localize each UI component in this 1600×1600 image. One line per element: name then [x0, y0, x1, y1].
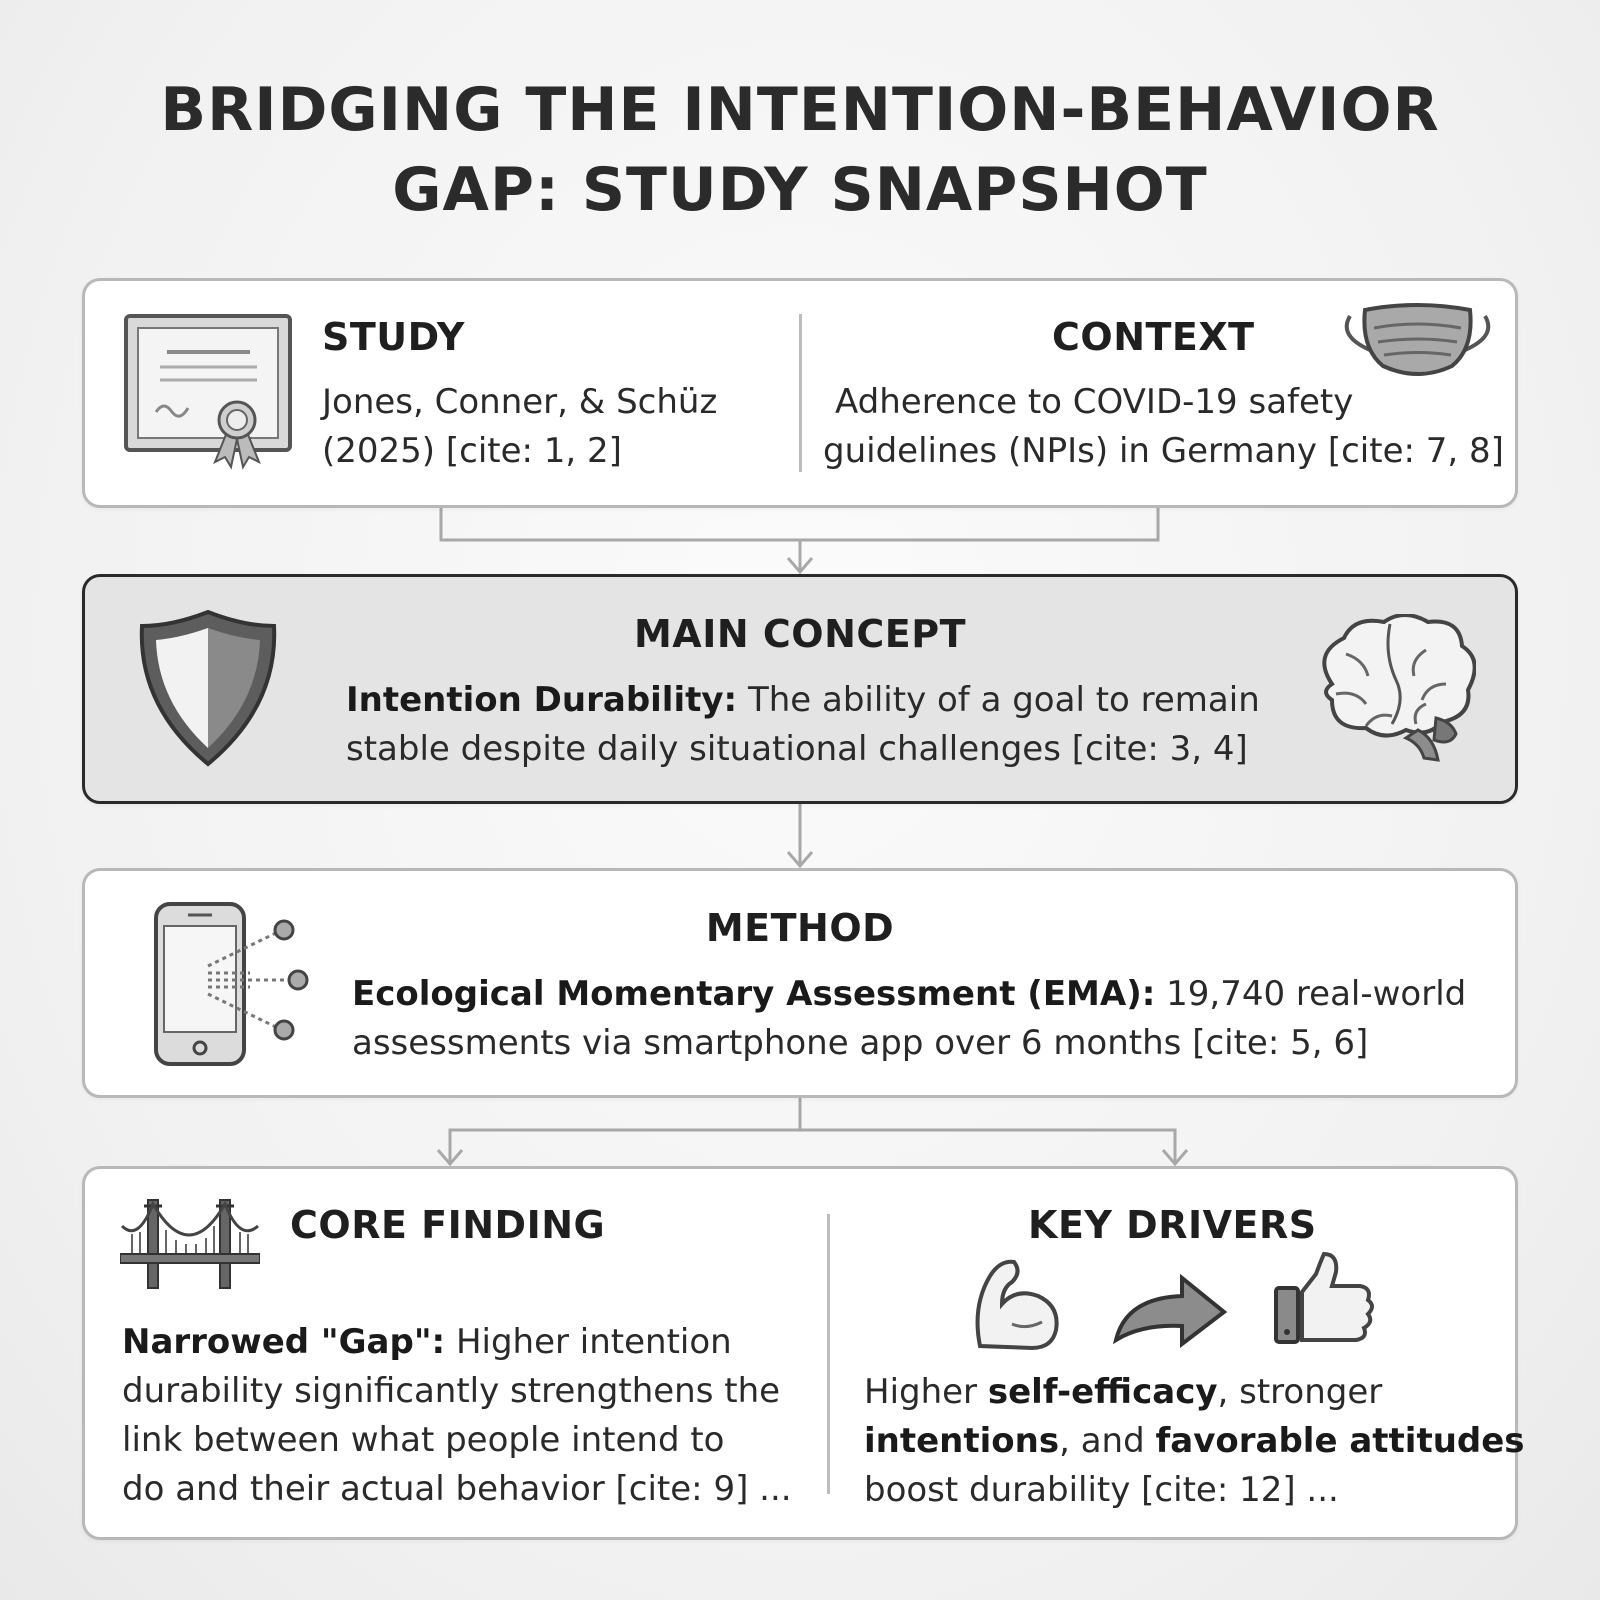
- core-finding-description: Narrowed "Gap": Higher intention durabil…: [122, 1318, 792, 1514]
- key-drivers-description: Higher self-efficacy, stronger intention…: [864, 1368, 1525, 1515]
- study-citation: Jones, Conner, & Schüz (2025) [cite: 1, …: [322, 378, 717, 476]
- title-line-2: GAP: STUDY SNAPSHOT: [392, 155, 1208, 225]
- smartphone-icon: [150, 900, 315, 1074]
- findings-drivers-panel: [82, 1166, 1518, 1540]
- method-heading: METHOD: [705, 906, 895, 950]
- main-concept-definition: Intention Durability: The ability of a g…: [346, 676, 1260, 774]
- method-panel: [82, 868, 1518, 1098]
- core-finding-line-1-rest: Higher intention: [445, 1322, 732, 1362]
- panel-divider: [799, 314, 802, 472]
- bridge-icon: [119, 1196, 261, 1296]
- method-line-1: Ecological Momentary Assessment (EMA): 1…: [352, 970, 1466, 1019]
- core-finding-line-1: Narrowed "Gap": Higher intention: [122, 1318, 792, 1367]
- shield-icon: [136, 606, 281, 775]
- key-drivers-intentions: intentions: [864, 1421, 1060, 1461]
- main-concept-panel: [82, 574, 1518, 804]
- flexed-arm-icon: [970, 1256, 1062, 1356]
- method-line-2: assessments via smartphone app over 6 mo…: [352, 1023, 1369, 1063]
- method-description: Ecological Momentary Assessment (EMA): 1…: [352, 970, 1466, 1068]
- key-drivers-l2-b: , and: [1059, 1421, 1156, 1461]
- key-drivers-line-3: boost durability [cite: 12] ...: [864, 1470, 1339, 1510]
- thumbs-up-icon: [1272, 1251, 1382, 1352]
- main-concept-term: Intention Durability:: [346, 680, 738, 720]
- core-finding-line-3: link between what people intend to: [122, 1420, 725, 1460]
- key-drivers-l1-a: Higher: [864, 1372, 988, 1412]
- title-line-1: BRIDGING THE INTENTION-BEHAVIOR: [160, 75, 1440, 145]
- main-concept-line-1-rest: The ability of a goal to remain: [737, 680, 1260, 720]
- study-line-2: (2025) [cite: 1, 2]: [322, 431, 622, 471]
- method-line-1-rest: 19,740 real-world: [1155, 974, 1467, 1014]
- context-line-1: Adherence to COVID-19 safety: [835, 382, 1354, 422]
- core-finding-term: Narrowed "Gap":: [122, 1322, 446, 1362]
- certificate-icon: [122, 312, 297, 476]
- key-drivers-self-efficacy: self-efficacy: [987, 1372, 1218, 1412]
- core-finding-heading: CORE FINDING: [290, 1203, 606, 1247]
- main-concept-heading: MAIN CONCEPT: [633, 612, 966, 656]
- study-line-1: Jones, Conner, & Schüz: [322, 382, 718, 422]
- face-mask-icon: [1340, 298, 1495, 384]
- key-drivers-favorable-attitudes: favorable attitudes: [1155, 1421, 1525, 1461]
- context-description: Adherence to COVID-19 safety guidelines …: [823, 378, 1504, 476]
- main-concept-line-1: Intention Durability: The ability of a g…: [346, 676, 1260, 725]
- key-drivers-l1-c: , stronger: [1217, 1372, 1383, 1412]
- key-drivers-line-1: Higher self-efficacy, stronger: [864, 1368, 1525, 1417]
- core-finding-line-4: do and their actual behavior [cite: 9] .…: [122, 1469, 792, 1509]
- arrow-icon: [1110, 1268, 1230, 1352]
- key-drivers-line-2: intentions, and favorable attitudes: [864, 1417, 1525, 1466]
- context-heading: CONTEXT: [1052, 315, 1255, 359]
- method-term: Ecological Momentary Assessment (EMA):: [352, 974, 1156, 1014]
- study-heading: STUDY: [322, 315, 465, 359]
- brain-icon: [1306, 613, 1477, 768]
- core-finding-line-2: durability significantly strengthens the: [122, 1371, 781, 1411]
- findings-divider: [827, 1214, 830, 1494]
- context-line-2: guidelines (NPIs) in Germany [cite: 7, 8…: [823, 431, 1504, 471]
- main-concept-line-2: stable despite daily situational challen…: [346, 729, 1248, 769]
- key-drivers-heading: KEY DRIVERS: [1028, 1203, 1317, 1247]
- page-title: BRIDGING THE INTENTION-BEHAVIOR GAP: STU…: [100, 70, 1500, 230]
